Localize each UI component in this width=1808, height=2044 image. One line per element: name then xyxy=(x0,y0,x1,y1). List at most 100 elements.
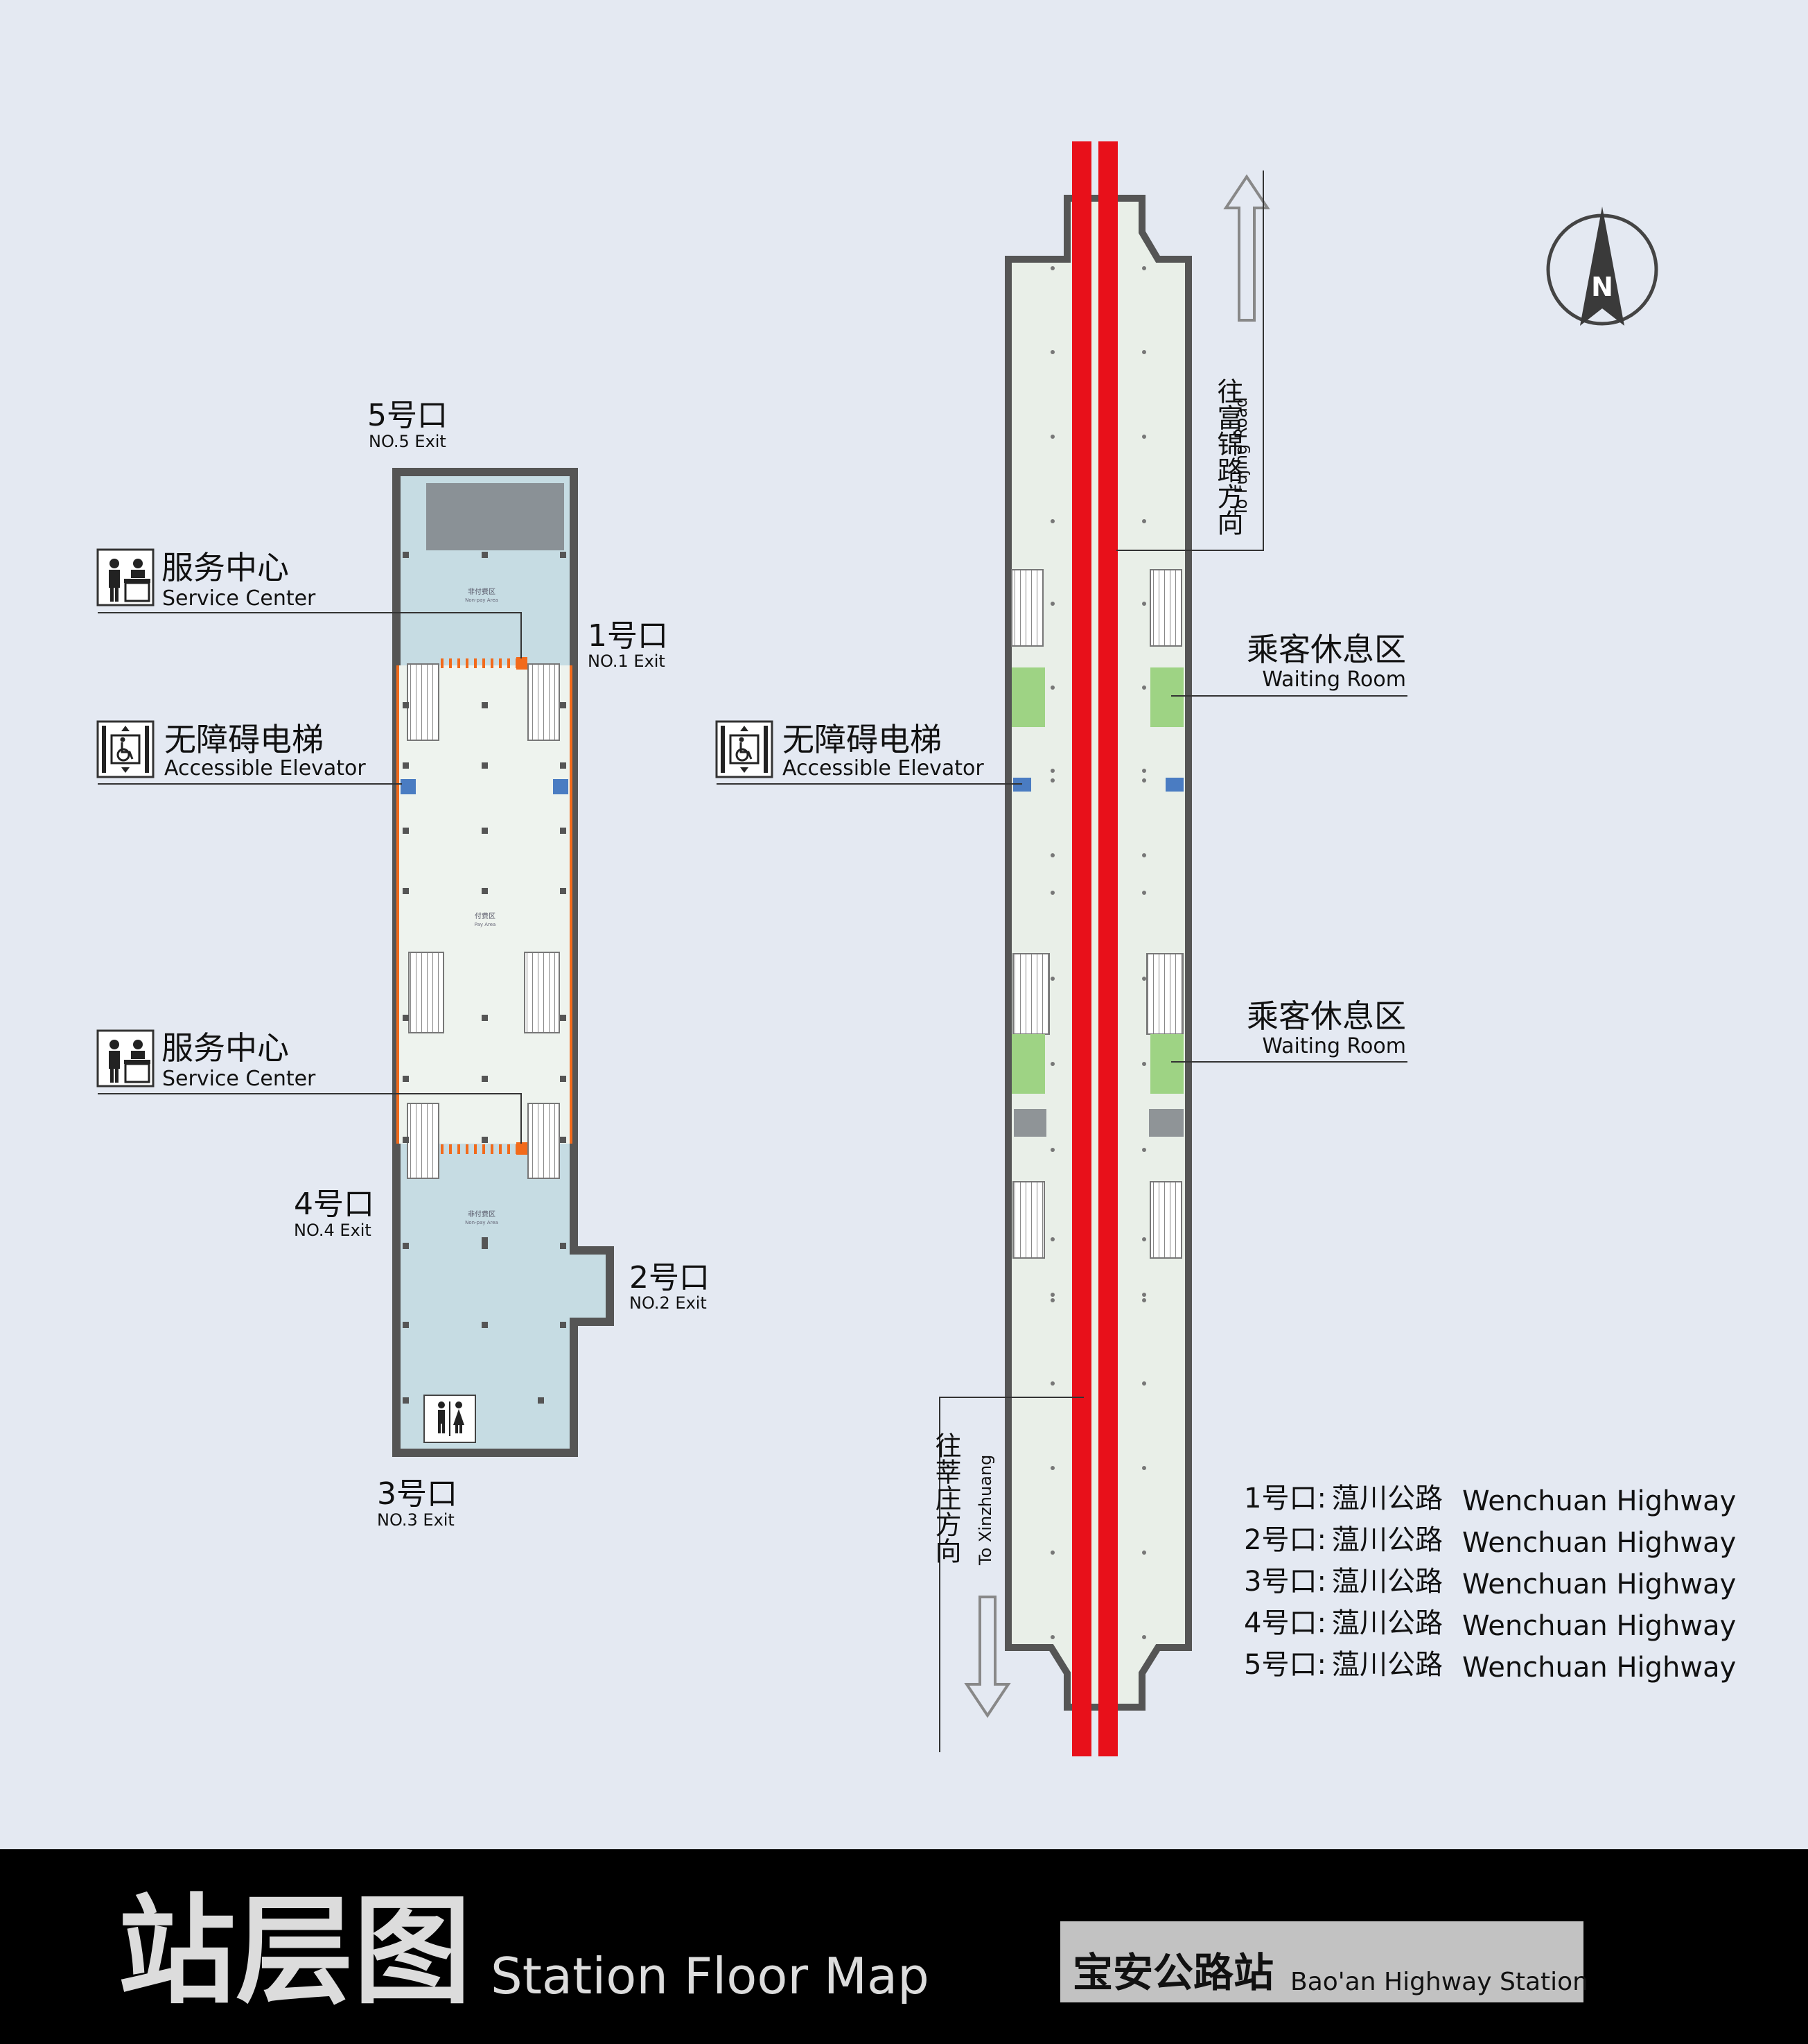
legend-road-en: Wenchuan Highway xyxy=(1462,1485,1736,1517)
station-name-en: Bao'an Highway Station xyxy=(1290,1968,1588,1996)
svg-text:Accessible Elevator: Accessible Elevator xyxy=(782,756,984,780)
legend-row: 4号口:蕰川公路 Wenchuan Highway xyxy=(1244,1607,1736,1642)
legend-road-cn: 蕰川公路 xyxy=(1332,1649,1443,1681)
legend-road-en: Wenchuan Highway xyxy=(1462,1652,1736,1684)
waiting-room-callout-top: 乘客休息区 Waiting Room xyxy=(1171,631,1407,697)
unpaid-area-label-top: 非付费区 xyxy=(468,587,495,596)
concourse-columns xyxy=(403,552,566,1404)
exit-2-label: 2号口 NO.2 Exit xyxy=(629,1260,710,1313)
north-direction-en: To Fujing Road xyxy=(1231,397,1251,517)
svg-text:NO.4 Exit: NO.4 Exit xyxy=(294,1221,371,1240)
waiting-room-callout-bottom: 乘客休息区 Waiting Room xyxy=(1171,997,1407,1063)
legend-road-cn: 蕰川公路 xyxy=(1332,1607,1443,1639)
svg-text:NO.3 Exit: NO.3 Exit xyxy=(377,1510,455,1530)
footer-title-en: Station Floor Map xyxy=(491,1947,929,2005)
exit-1-label: 1号口 NO.1 Exit xyxy=(588,618,668,671)
svg-text:无障碍电梯: 无障碍电梯 xyxy=(164,721,324,758)
accessible-elevator-callout-concourse: 无障碍电梯 Accessible Elevator xyxy=(96,720,402,785)
svg-text:Service Center: Service Center xyxy=(162,586,316,611)
track-lines xyxy=(1072,141,1118,1756)
south-direction: 往莘庄方向 To Xinzhuang xyxy=(931,1397,1084,1752)
legend-road-cn: 蕰川公路 xyxy=(1332,1483,1443,1514)
platform-columns xyxy=(1051,266,1146,1639)
svg-text:服务中心: 服务中心 xyxy=(161,549,289,586)
svg-text:NO.1 Exit: NO.1 Exit xyxy=(588,652,665,671)
arrow-up-icon xyxy=(1223,174,1270,322)
waiting-room-west-south xyxy=(1012,1034,1045,1094)
unpaid-area-label-bottom: 非付费区 xyxy=(468,1209,495,1218)
svg-text:Waiting Room: Waiting Room xyxy=(1262,667,1406,692)
paid-area-label-en: Pay Area xyxy=(475,922,496,927)
legend-road-en: Wenchuan Highway xyxy=(1462,1610,1736,1642)
station-name-box xyxy=(1060,1921,1583,2002)
waiting-room-east-north xyxy=(1150,667,1184,727)
accessible-elevator-icon xyxy=(96,720,155,778)
legend-exit-number: 4号口: xyxy=(1244,1607,1326,1639)
legend-road-en: Wenchuan Highway xyxy=(1462,1569,1736,1600)
station-name-cn: 宝安公路站 xyxy=(1073,1949,1274,1996)
accessible-elevator-icon xyxy=(715,720,773,778)
accessible-elevator-callout-platform: 无障碍电梯 Accessible Elevator xyxy=(715,720,1022,785)
svg-text:Accessible Elevator: Accessible Elevator xyxy=(164,756,366,780)
concourse-escalators xyxy=(407,663,560,1179)
unpaid-area-label-top-en: Non-pay Area xyxy=(465,597,498,603)
svg-text:NO.2 Exit: NO.2 Exit xyxy=(629,1293,707,1313)
exit-3-label: 3号口 NO.3 Exit xyxy=(377,1476,457,1530)
elevator-east xyxy=(553,779,568,794)
track-east xyxy=(1098,141,1118,1756)
toilet-icon xyxy=(438,1401,464,1436)
legend-exit-number: 5号口: xyxy=(1244,1649,1326,1681)
platform-elevator-east xyxy=(1166,778,1184,792)
svg-text:乘客休息区: 乘客休息区 xyxy=(1247,997,1406,1035)
service-center-callout-top: 服务中心 Service Center xyxy=(96,548,522,658)
legend-road-cn: 蕰川公路 xyxy=(1332,1566,1443,1598)
legend-row: 2号口:蕰川公路 Wenchuan Highway xyxy=(1244,1524,1736,1559)
svg-text:Waiting Room: Waiting Room xyxy=(1262,1034,1406,1058)
service-center-icon xyxy=(96,1029,155,1087)
north-arrow-icon xyxy=(1580,207,1624,326)
svg-text:5号口: 5号口 xyxy=(367,398,448,433)
platform-escalators xyxy=(1011,569,1184,1259)
legend-exit-number: 2号口: xyxy=(1244,1524,1326,1556)
service-center-callout-bottom: 服务中心 Service Center xyxy=(96,1029,522,1144)
waiting-room-west-north xyxy=(1012,667,1045,727)
north-direction-cn: 往富锦路方向 xyxy=(1213,378,1243,536)
svg-text:乘客休息区: 乘客休息区 xyxy=(1247,631,1406,668)
legend-row: 5号口:蕰川公路 Wenchuan Highway xyxy=(1244,1649,1736,1684)
service-center-icon xyxy=(96,548,155,606)
svg-text:Service Center: Service Center xyxy=(162,1067,316,1091)
svg-text:2号口: 2号口 xyxy=(629,1260,710,1295)
svg-text:NO.5 Exit: NO.5 Exit xyxy=(369,432,446,451)
legend-exit-number: 3号口: xyxy=(1244,1566,1326,1598)
concourse-plan: 非付费区 Non-pay Area 付费区 Pay Area 非付费区 Non-… xyxy=(392,468,614,1457)
exit-5-label: 5号口 NO.5 Exit xyxy=(367,398,448,451)
compass-label: N xyxy=(1591,272,1613,302)
svg-text:1号口: 1号口 xyxy=(588,618,668,654)
arrow-down-icon xyxy=(964,1596,1011,1718)
north-direction: 往富锦路方向 To Fujing Road xyxy=(1116,171,1270,551)
south-direction-en: To Xinzhuang xyxy=(976,1455,995,1566)
track-west xyxy=(1072,141,1091,1756)
legend-road-en: Wenchuan Highway xyxy=(1462,1527,1736,1559)
paid-area-label: 付费区 xyxy=(475,911,495,920)
exit-4-label: 4号口 NO.4 Exit xyxy=(294,1187,374,1240)
legend-road-cn: 蕰川公路 xyxy=(1332,1524,1443,1556)
legend-row: 3号口:蕰川公路 Wenchuan Highway xyxy=(1244,1566,1736,1600)
equipment-room xyxy=(426,483,564,550)
legend-row: 1号口:蕰川公路 Wenchuan Highway xyxy=(1244,1483,1736,1517)
legend-exit-number: 1号口: xyxy=(1244,1483,1326,1514)
waiting-room-east-south xyxy=(1150,1034,1184,1094)
footer-title-cn: 站层图 xyxy=(118,1883,471,2020)
south-direction-cn: 往莘庄方向 xyxy=(931,1432,961,1564)
svg-text:4号口: 4号口 xyxy=(294,1187,374,1222)
svg-text:无障碍电梯: 无障碍电梯 xyxy=(782,721,942,758)
fare-gates-south xyxy=(439,1144,521,1154)
fare-gates-north xyxy=(439,658,521,668)
svg-text:服务中心: 服务中心 xyxy=(161,1029,289,1067)
unpaid-area-label-bottom-en: Non-pay Area xyxy=(465,1220,498,1225)
compass: N xyxy=(1546,207,1658,326)
svg-text:3号口: 3号口 xyxy=(377,1476,457,1512)
elevator-west xyxy=(401,779,416,794)
